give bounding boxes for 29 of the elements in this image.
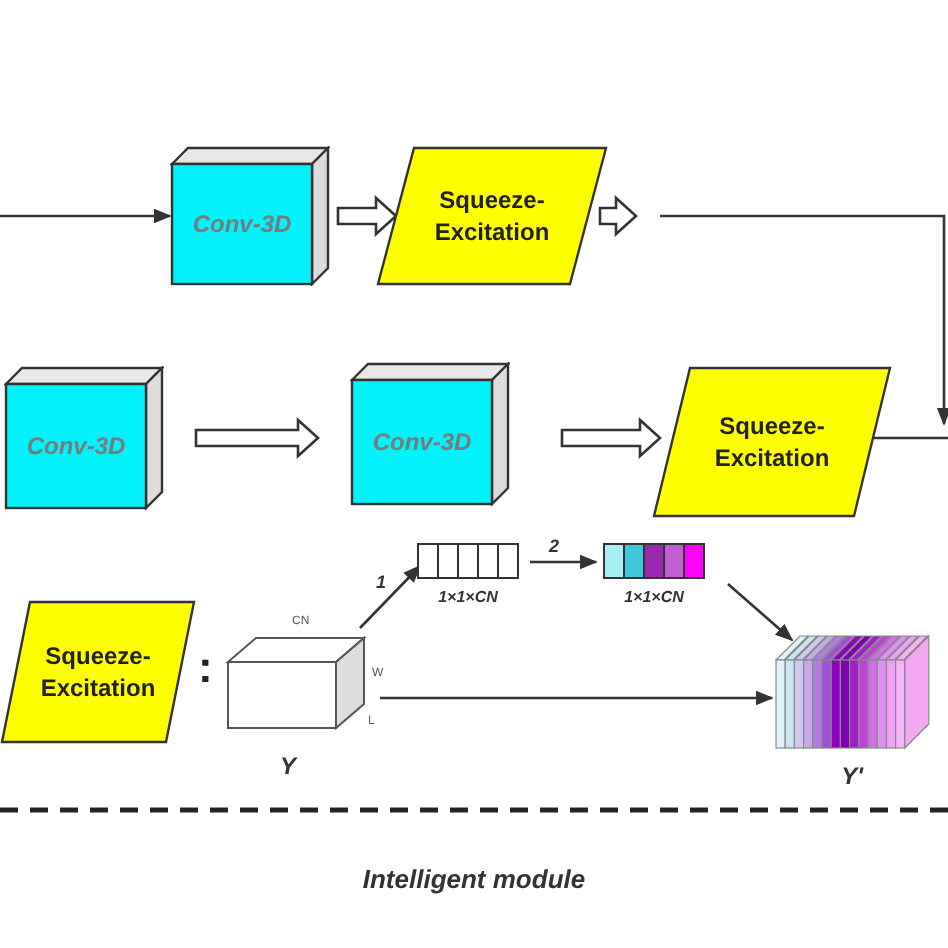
edge-label: 2 <box>547 536 562 556</box>
hollow-arrow <box>598 195 638 237</box>
hollow-arrow <box>560 417 662 459</box>
hollow-arrow <box>336 195 398 237</box>
conv-cube-drawing <box>350 362 510 506</box>
arrow <box>380 690 774 706</box>
caption: Intelligent module <box>362 862 586 898</box>
node-label: Conv-3D <box>26 430 126 464</box>
node-label: Squeeze-Excitation <box>434 186 550 246</box>
node-label: Squeeze-Excitation <box>40 642 156 702</box>
node-label: Squeeze-Excitation <box>714 412 830 472</box>
arrow <box>359 564 422 629</box>
edge-label: 1 <box>374 571 389 591</box>
parallelogram <box>0 600 196 744</box>
node-label: Y' <box>841 762 863 790</box>
parallelogram <box>652 366 892 518</box>
node-label: Y <box>279 752 296 780</box>
node-label: Conv-3D <box>372 426 472 460</box>
arrow <box>530 554 598 570</box>
conv-cube-drawing <box>170 146 330 286</box>
conv-cube-drawing <box>4 366 164 510</box>
parallelogram <box>376 146 608 286</box>
node-label: Conv-3D <box>192 208 292 242</box>
arrow <box>0 208 172 224</box>
node-label: 1×1×CN <box>624 588 684 606</box>
colon-symbol: : <box>198 644 213 692</box>
hollow-arrow <box>194 417 320 459</box>
node-label: 1×1×CN <box>438 588 498 606</box>
arrow <box>727 583 794 642</box>
